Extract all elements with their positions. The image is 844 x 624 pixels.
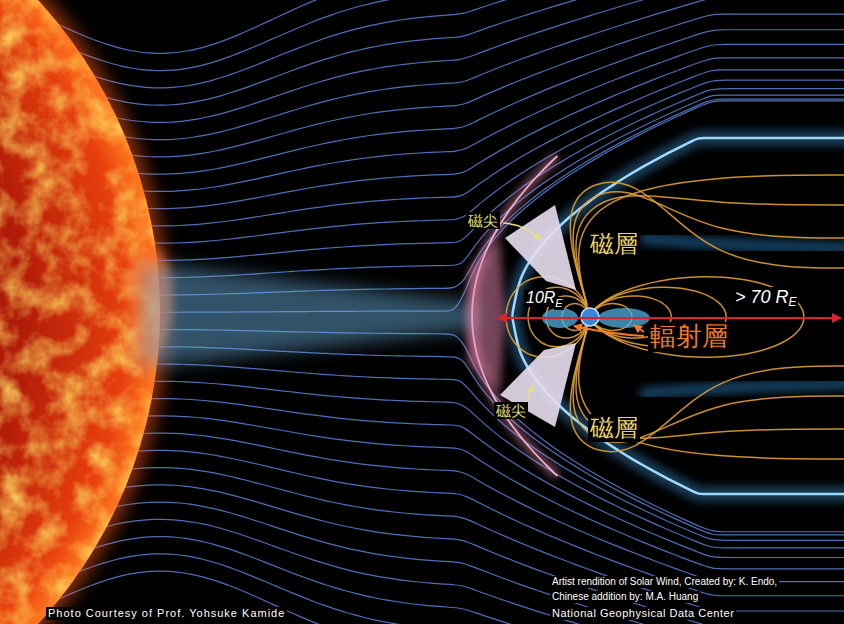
solar-wind-line [80,502,844,624]
shock-sheath [468,240,505,392]
region-label: 輻射層 [648,322,730,352]
credit-text: Photo Courtesy of Prof. Yohsuke Kamide [46,607,287,620]
leader-line [634,325,644,332]
magnetopause [512,138,844,494]
field-line [576,196,844,305]
tail-lobe [640,238,844,248]
solar-wind-line [94,485,844,624]
subscript: E [788,296,798,310]
subscript: E [554,297,563,310]
solar-wind-plume [140,262,478,368]
solar-wind-line [0,571,844,624]
magnetosphere [468,138,844,494]
credit-text: Artist rendition of Solar Wind, Created … [550,576,779,588]
credit-text: Chinese addition by: M.A. Huang [550,591,700,603]
cusp-label: 磁尖 [494,402,528,419]
cusp-label: 磁尖 [466,212,500,229]
solar-wind-line [0,0,844,53]
solar-wind-line [24,554,844,624]
solar-wind-line [126,44,844,191]
solar-wind-line [126,433,844,582]
magnetopause-glow [512,138,844,494]
leader-line [574,326,644,336]
solar-wind-line [146,80,844,243]
solar-wind-line [23,0,844,71]
tail-lobe [640,384,844,394]
solar-wind-line [45,537,844,624]
distance-label: 10R [524,289,557,307]
region-label: 磁層 [588,414,640,442]
solar-wind-line [141,399,844,558]
leader-line [503,223,540,240]
field-line [573,192,844,305]
solar-wind-line [62,0,844,105]
region-label: 磁層 [588,230,640,258]
field-line [579,175,844,305]
solar-wind-line [117,450,844,595]
distance-arrow [498,317,841,319]
cusp-region [505,205,576,290]
credit-text: National Geophysical Data Center [550,607,736,620]
field-line [570,182,844,305]
solar-wind-line [116,30,844,174]
distance-label: > 70 R [733,287,791,308]
